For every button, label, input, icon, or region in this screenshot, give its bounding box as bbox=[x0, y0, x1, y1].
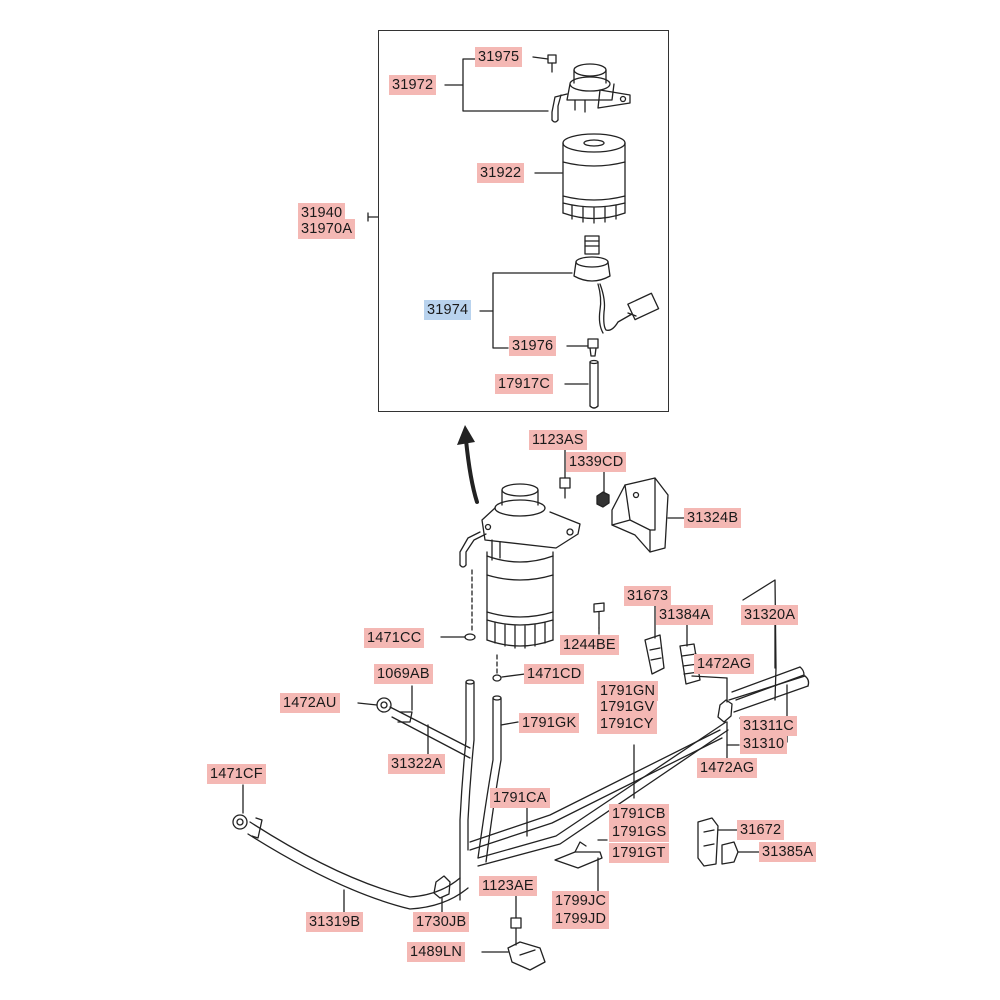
hose-17917c-drawing bbox=[589, 359, 599, 409]
part-label-1472ag[interactable]: 1472AG bbox=[694, 654, 755, 674]
part-label-1791gv[interactable]: 1791GV bbox=[597, 697, 658, 717]
nut-1339cd-drawing bbox=[596, 471, 610, 508]
part-label-31385a[interactable]: 31385A bbox=[759, 842, 817, 862]
part-label-1471cd[interactable]: 1471CD bbox=[524, 664, 585, 684]
part-label-1471cc[interactable]: 1471CC bbox=[364, 628, 425, 648]
part-label-31324b[interactable]: 31324B bbox=[684, 508, 742, 528]
part-label-31976[interactable]: 31976 bbox=[509, 336, 557, 356]
part-label-1791cy[interactable]: 1791CY bbox=[597, 714, 657, 734]
part-label-31311c[interactable]: 31311C bbox=[740, 716, 797, 736]
part-label-17917c[interactable]: 17917C bbox=[495, 374, 553, 394]
bolt-1123as-drawing bbox=[559, 449, 571, 499]
hose-31319b-drawing bbox=[232, 784, 469, 914]
filter-assembly-drawing bbox=[459, 483, 581, 649]
part-label-1472au[interactable]: 1472AU bbox=[280, 693, 340, 713]
bolt-1244be-drawing bbox=[593, 602, 605, 635]
part-label-31310[interactable]: 31310 bbox=[740, 734, 788, 754]
part-label-31970a[interactable]: 31970A bbox=[298, 219, 356, 239]
clamp-1489ln-drawing bbox=[481, 941, 546, 971]
part-label-1791gn[interactable]: 1791GN bbox=[597, 681, 659, 701]
clamp-31672-drawing bbox=[697, 817, 739, 867]
part-label-1791ca[interactable]: 1791CA bbox=[490, 788, 550, 808]
part-label-1123as[interactable]: 1123AS bbox=[529, 430, 587, 450]
part-label-31673[interactable]: 31673 bbox=[624, 586, 672, 606]
part-label-1244be[interactable]: 1244BE bbox=[560, 635, 619, 655]
hose-31322a-drawing bbox=[357, 685, 471, 759]
part-label-1489ln[interactable]: 1489LN bbox=[407, 942, 465, 962]
water-sensor-drawing bbox=[573, 235, 660, 334]
clip-31673-drawing bbox=[644, 605, 665, 675]
part-label-1791gk[interactable]: 1791GK bbox=[519, 713, 580, 733]
part-label-1799jc[interactable]: 1799JC bbox=[552, 891, 610, 911]
part-label-1123ae[interactable]: 1123AE bbox=[479, 876, 537, 896]
clip-1799jc-drawing bbox=[554, 839, 608, 894]
part-label-31672[interactable]: 31672 bbox=[737, 820, 785, 840]
drain-plug-drawing bbox=[587, 338, 599, 357]
part-label-1472ag-lower[interactable]: 1472AG bbox=[697, 758, 758, 778]
bolt-31975-drawing bbox=[547, 54, 557, 73]
part-label-1471cf[interactable]: 1471CF bbox=[207, 764, 266, 784]
part-label-31384a[interactable]: 31384A bbox=[656, 605, 714, 625]
part-label-1791gs[interactable]: 1791GS bbox=[609, 822, 670, 842]
part-label-1730jb[interactable]: 1730JB bbox=[413, 912, 470, 932]
bolt-1123ae-drawing bbox=[510, 894, 522, 946]
part-label-1339cd[interactable]: 1339CD bbox=[566, 452, 627, 472]
detail-inset-box bbox=[378, 30, 669, 412]
part-label-31974[interactable]: 31974 bbox=[424, 300, 472, 320]
clamp-31385a-drawing bbox=[721, 841, 761, 865]
part-label-1069ab[interactable]: 1069AB bbox=[374, 664, 433, 684]
filter-cartridge-drawing bbox=[562, 133, 626, 224]
part-label-31320a[interactable]: 31320A bbox=[741, 605, 799, 625]
part-label-31972[interactable]: 31972 bbox=[389, 75, 437, 95]
part-label-1799jd[interactable]: 1799JD bbox=[552, 909, 610, 929]
part-label-31319b[interactable]: 31319B bbox=[306, 912, 364, 932]
bracket-31324b-drawing bbox=[611, 477, 685, 553]
filter-head-drawing bbox=[551, 63, 631, 123]
part-label-31322a[interactable]: 31322A bbox=[388, 754, 446, 774]
part-label-31922[interactable]: 31922 bbox=[477, 163, 525, 183]
part-label-31940[interactable]: 31940 bbox=[298, 203, 346, 223]
part-label-31975[interactable]: 31975 bbox=[475, 47, 523, 67]
part-label-1791cb[interactable]: 1791CB bbox=[609, 804, 669, 824]
part-label-1791gt[interactable]: 1791GT bbox=[609, 843, 669, 863]
